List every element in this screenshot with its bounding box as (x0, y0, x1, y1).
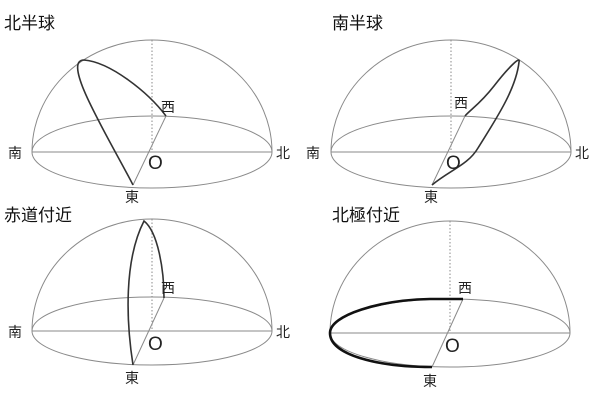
label-west: 西 (161, 100, 175, 116)
label-center: O (446, 153, 461, 174)
east-west-axis (431, 115, 466, 186)
label-east: 東 (125, 371, 139, 387)
label-north: 北 (276, 325, 290, 341)
label-south: 南 (306, 146, 320, 162)
label-south: 南 (8, 325, 22, 341)
sun-path (127, 219, 165, 366)
panel-south-hemisphere: 南半球 南 北 東 西 O (306, 14, 589, 206)
panel-near-equator: 赤道付近 南 北 東 西 O (4, 206, 290, 387)
label-west: 西 (161, 281, 175, 297)
sun-path (431, 59, 520, 186)
east-west-axis (132, 115, 167, 186)
label-west: 西 (454, 96, 468, 112)
label-east: 東 (423, 374, 437, 390)
sun-path (328, 297, 463, 369)
label-center: O (148, 153, 163, 174)
label-center: O (148, 334, 163, 355)
panel-title: 北半球 (4, 14, 55, 34)
panel-title: 赤道付近 (4, 206, 72, 226)
label-east: 東 (125, 190, 139, 206)
label-north: 北 (575, 146, 589, 162)
label-south: 南 (8, 146, 22, 162)
east-west-axis (431, 298, 464, 368)
label-center: O (445, 336, 460, 357)
sun-path (77, 59, 167, 186)
label-east: 東 (424, 190, 438, 206)
label-west: 西 (458, 281, 472, 297)
panel-north-hemisphere: 北半球 南 北 東 西 O (4, 14, 290, 206)
label-north: 北 (276, 146, 290, 162)
east-west-axis (132, 297, 165, 366)
panel-title: 北極付近 (332, 206, 400, 226)
panel-near-north-pole: 北極付近 東 西 O (328, 206, 571, 390)
panel-title: 南半球 (332, 14, 383, 34)
